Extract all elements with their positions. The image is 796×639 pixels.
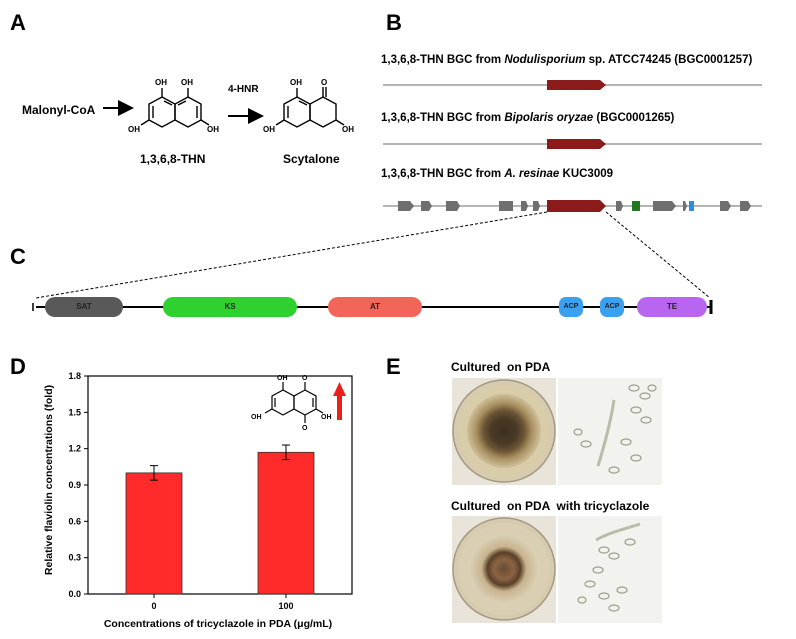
bgc-title-1: 1,3,6,8-THN BGC from Nodulisporium sp. A… (381, 54, 753, 66)
zoom-line-left (35, 211, 548, 299)
flaviolin-structure (264, 382, 324, 423)
domain-label-at: AT (369, 302, 381, 311)
micrograph-2 (558, 516, 662, 623)
bar-100 (257, 451, 315, 595)
bgc-green-gene (632, 201, 640, 211)
domain-sat (45, 297, 123, 317)
pks-gene-2 (547, 139, 606, 149)
flaviolin-oh-3: OH (321, 414, 332, 421)
pks-gene-1 (547, 80, 606, 90)
y-axis-label: Relative flaviolin concentrations (fold) (43, 385, 55, 575)
y-tick-label: 0.3 (68, 553, 81, 563)
x-tick-label: 100 (278, 601, 293, 611)
x-axis-label: Concentrations of tricyclazole in PDA (μ… (104, 618, 332, 630)
panel-letter-a: A (10, 10, 26, 35)
micrograph-1 (558, 378, 662, 485)
bgc-genes-3 (398, 201, 751, 211)
substrate-label: Malonyl-CoA (22, 103, 96, 117)
culture-title-2: Cultured on PDA with tricyclazole (451, 499, 650, 513)
pks-gene-3 (547, 200, 606, 212)
panel-letter-e: E (386, 354, 401, 379)
y-tick-label: 1.8 (68, 371, 81, 381)
fungal-colony-1 (467, 394, 541, 468)
domain-te (637, 297, 707, 317)
thn-structure (140, 88, 210, 128)
y-tick-label: 1.5 (68, 407, 81, 417)
scytalone-oh-1: OH (290, 78, 302, 87)
domain-acp-2 (600, 297, 624, 317)
domain-label-te: TE (666, 302, 678, 311)
bar-0 (125, 472, 183, 595)
scytalone-structure (275, 87, 345, 128)
domain-label-sat: SAT (76, 302, 92, 311)
domain-ks (163, 297, 297, 317)
fungal-colony-2 (471, 536, 537, 602)
panel-letter-c: C (10, 244, 26, 269)
zoom-line-right (605, 211, 711, 299)
panel-letter-d: D (10, 354, 26, 379)
y-tick-label: 0.9 (68, 480, 81, 490)
culture-title-1: Cultured on PDA (451, 360, 551, 374)
y-tick-label: 1.2 (68, 444, 81, 454)
domain-label-acp-2: ACP (604, 303, 620, 310)
scytalone-oh-2: OH (263, 125, 275, 134)
y-tick-label: 0.6 (68, 516, 81, 526)
thn-oh-2: OH (181, 78, 193, 87)
thn-oh-1: OH (155, 78, 167, 87)
thn-oh-3: OH (128, 125, 140, 134)
bgc-title-2: 1,3,6,8-THN BGC from Bipolaris oryzae (B… (381, 112, 675, 124)
domain-at (328, 297, 422, 317)
flaviolin-bar-chart: Relative flaviolin concentrations (fold)… (43, 371, 353, 630)
domain-label-ks: KS (224, 302, 236, 311)
x-tick-label: 0 (151, 601, 156, 611)
bgc-blue-gene (689, 201, 694, 211)
thn-oh-4: OH (207, 125, 219, 134)
flaviolin-o-1: O (302, 375, 308, 382)
pathway-structures: OH OH OH OH OH O OH OH (103, 78, 354, 134)
panel-letter-b: B (386, 10, 402, 35)
flaviolin-oh-2: OH (251, 414, 262, 421)
flaviolin-o-2: O (302, 425, 308, 432)
increase-arrow-shaft (337, 394, 342, 420)
bgc-title-3: 1,3,6,8-THN BGC from A. resinae KUC3009 (381, 168, 614, 180)
scytalone-o: O (321, 78, 327, 87)
domain-label-acp-1: ACP (563, 303, 579, 310)
domain-acp-1 (559, 297, 583, 317)
y-tick-label: 0.0 (68, 589, 81, 599)
enzyme-label: 4-HNR (228, 84, 259, 95)
flaviolin-oh-1: OH (277, 375, 288, 382)
scytalone-oh-3: OH (342, 125, 354, 134)
scytalone-label: Scytalone (283, 152, 340, 166)
thn-label: 1,3,6,8-THN (140, 152, 206, 166)
increase-arrow-icon (333, 382, 346, 396)
bgc-tracks (32, 80, 762, 317)
